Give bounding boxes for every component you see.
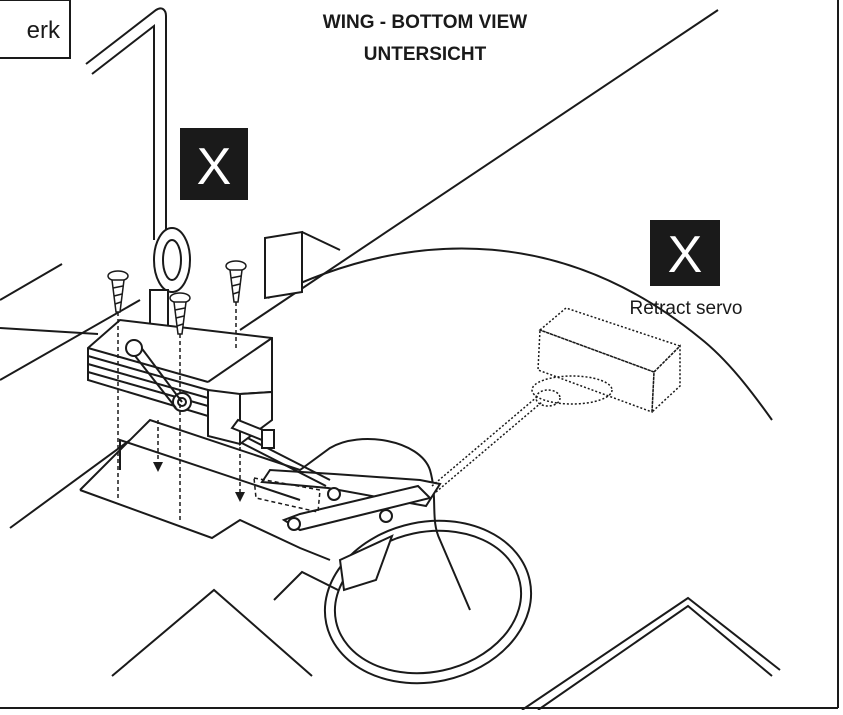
servo-pushrod [431,395,543,493]
assembly-guides [117,302,321,520]
title-german: UNTERSICHT [364,44,487,65]
wing-root-block [264,230,341,300]
screw-2 [169,292,191,335]
svg-text:X: X [197,138,232,196]
gear-mount-block [87,318,275,449]
x-marker-servo: X [650,220,720,286]
x-marker-strut: X [180,128,248,200]
retract-servo [531,307,682,414]
wing-outline [0,9,773,529]
gear-strut [85,7,191,337]
screw-1 [107,270,129,313]
title-english: WING - BOTTOM VIEW [323,12,527,33]
assembly-arrowheads [153,462,245,502]
screw-3 [225,260,247,303]
callout-label: erk [27,17,61,44]
callout-box: erk [0,0,71,59]
svg-text:X: X [668,226,703,284]
lower-panels [111,570,781,711]
servo-label: Retract servo [630,298,743,319]
wheel [323,519,533,685]
callout-leader [0,263,99,335]
